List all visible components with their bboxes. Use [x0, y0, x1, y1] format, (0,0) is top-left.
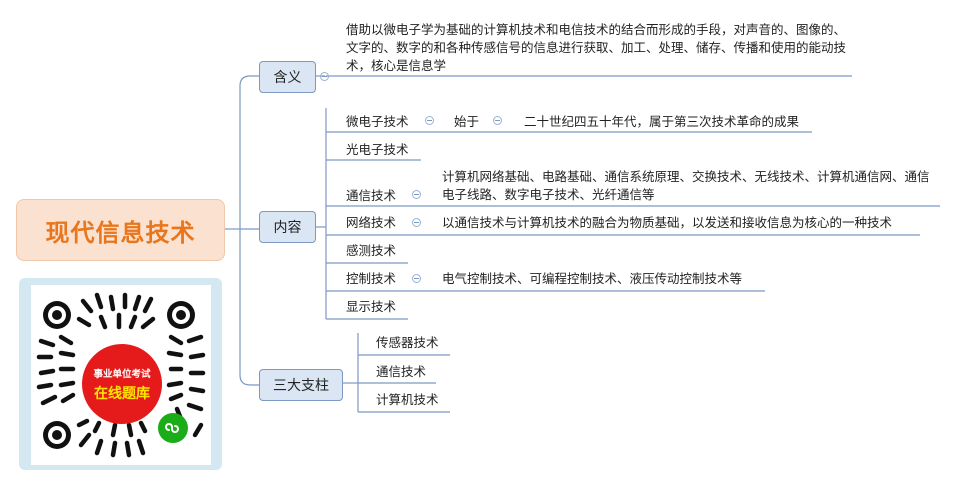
pillar-item[interactable]: 通信技术: [376, 364, 427, 379]
item-sensing[interactable]: 感测技术: [346, 243, 397, 258]
collapse-icon[interactable]: [412, 190, 421, 199]
item-microelectronics[interactable]: 微电子技术: [346, 114, 409, 129]
collapse-icon[interactable]: [320, 72, 329, 81]
item-network[interactable]: 网络技术: [346, 215, 397, 230]
item-control-detail: 电气控制技术、可编程控制技术、液压传动控制技术等: [442, 271, 743, 286]
branch-content-label: 内容: [273, 220, 302, 236]
item-microelectronics-sub: 始于: [454, 114, 480, 129]
collapse-icon[interactable]: [493, 116, 502, 125]
branch-meaning[interactable]: 含义: [259, 61, 316, 93]
item-network-detail: 以通信技术与计算机技术的融合为物质基础，以发送和接收信息为核心的一种技术: [442, 215, 893, 230]
meaning-text: 借助以微电子学为基础的计算机技术和电信技术的结合而形成的手段，对声音的、图像的、…: [346, 22, 847, 73]
branch-content[interactable]: 内容: [259, 211, 316, 243]
qr-badge: 事业单位考试 在线题库: [82, 344, 162, 424]
branch-pillars-label: 三大支柱: [273, 378, 329, 394]
collapse-icon[interactable]: [425, 116, 434, 125]
pillar-item[interactable]: 传感器技术: [376, 335, 439, 350]
item-communication-detail: 计算机网络基础、电路基础、通信系统原理、交换技术、无线技术、计算机通信网、通信电…: [442, 169, 930, 202]
item-display[interactable]: 显示技术: [346, 299, 397, 314]
branch-pillars[interactable]: 三大支柱: [259, 369, 343, 401]
collapse-icon[interactable]: [412, 274, 421, 283]
item-optoelectronics[interactable]: 光电子技术: [346, 142, 409, 157]
root-node[interactable]: 现代信息技术: [16, 199, 225, 261]
item-control[interactable]: 控制技术: [346, 271, 397, 286]
item-microelectronics-detail: 二十世纪四五十年代，属于第三次技术革命的成果: [524, 114, 800, 129]
qr-badge-line2: 在线题库: [94, 385, 150, 402]
qr-badge-line1: 事业单位考试: [93, 368, 151, 380]
collapse-icon[interactable]: [412, 218, 421, 227]
mini-program-icon: [158, 413, 188, 443]
item-communication[interactable]: 通信技术: [346, 188, 397, 203]
pillar-item[interactable]: 计算机技术: [376, 392, 439, 407]
branch-meaning-label: 含义: [273, 70, 302, 86]
